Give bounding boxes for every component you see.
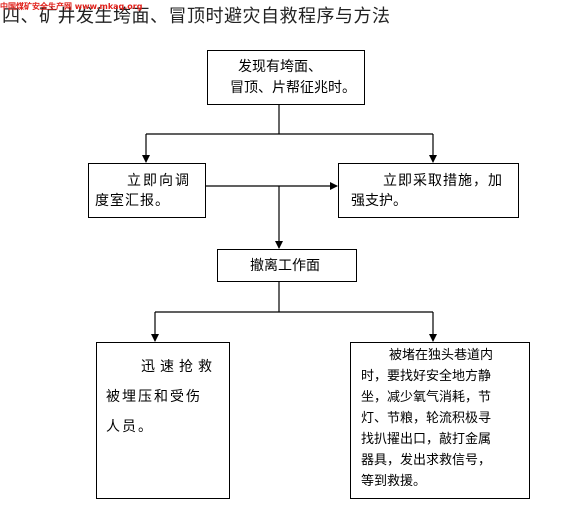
- evacuate-label: 撤离工作面: [250, 258, 320, 274]
- report-line-1: 立即向调: [127, 173, 191, 189]
- trapped-line-4: 灯、节粮，轮流积极寻: [361, 411, 492, 426]
- trapped-line-5: 找扒擢出口，敲打金属: [361, 432, 492, 447]
- start-box: 发现有垮面、 冒顶、片帮征兆时。: [207, 50, 365, 105]
- rescue-line-3: 人员。: [106, 419, 154, 435]
- trapped-box: 被堵在独头巷道内 时，要找好安全地方静 坐，减少氧气消耗，节 灯、节粮，轮流积极…: [350, 342, 530, 499]
- trapped-line-3: 坐，减少氧气消耗，节: [361, 390, 492, 405]
- trapped-line-6: 器具，发出求救信号，: [361, 453, 492, 468]
- trapped-line-7: 等到救援。: [361, 474, 427, 489]
- trapped-line-2: 时，要找好安全地方静: [361, 369, 492, 384]
- report-box: 立即向调 度室汇报。: [88, 163, 206, 218]
- start-line-2: 冒顶、片帮征兆时。: [230, 80, 356, 96]
- support-box: 立即采取措施，加 强支护。: [338, 163, 519, 218]
- support-line-2: 强支护。: [351, 193, 407, 209]
- page-title: 四、矿井发生垮面、冒顶时避灾自救程序与方法: [2, 6, 391, 27]
- rescue-line-1: 迅速抢救: [141, 359, 217, 375]
- start-line-1: 发现有垮面、: [238, 59, 322, 75]
- watermark-text: 中国煤矿安全生产网 www.mkaq.org: [0, 2, 143, 11]
- evacuate-box: 撤离工作面: [217, 249, 357, 282]
- support-line-1: 立即采取措施，加: [383, 173, 503, 189]
- trapped-line-1: 被堵在独头巷道内: [389, 348, 494, 363]
- rescue-box: 迅速抢救 被埋压和受伤 人员。: [96, 342, 230, 499]
- report-line-2: 度室汇报。: [95, 193, 170, 209]
- rescue-line-2: 被埋压和受伤: [106, 389, 202, 405]
